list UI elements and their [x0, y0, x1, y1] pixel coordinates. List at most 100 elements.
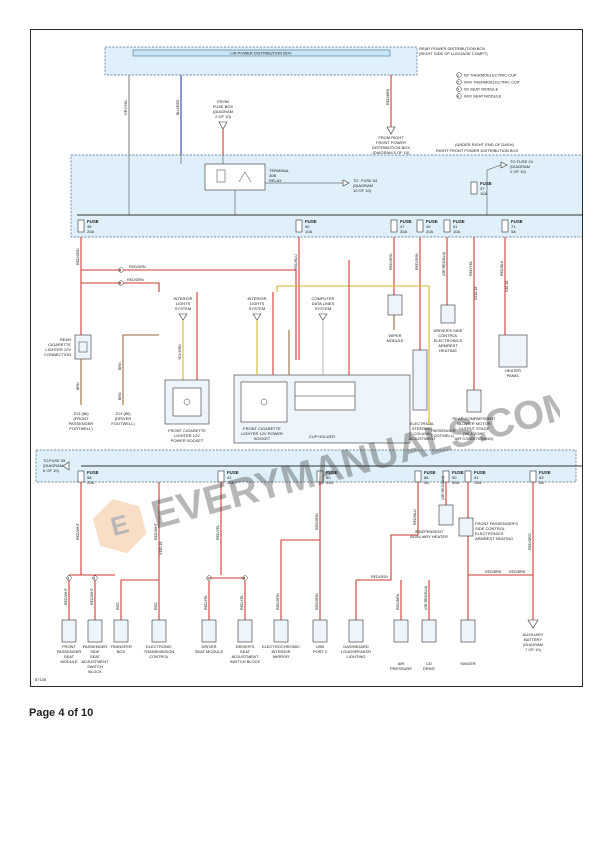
svg-text:LIGHTER 12V: LIGHTER 12V: [174, 433, 200, 438]
svg-text:RED/GRN: RED/GRN: [76, 248, 80, 265]
svg-text:FUSE: FUSE: [87, 219, 99, 224]
svg-text:RED: RED: [116, 602, 120, 610]
svg-text:10A: 10A: [480, 191, 487, 196]
svg-text:SEAT MODULE: SEAT MODULE: [195, 649, 224, 654]
svg-text:CONTROL: CONTROL: [149, 654, 169, 659]
svg-text:10A: 10A: [305, 229, 312, 234]
svg-text:FOOTWELL): FOOTWELL): [111, 421, 135, 426]
rear-pdb-title: REAR POWER DISTRIBUTION BOX: [419, 46, 486, 51]
cd-drive: [421, 619, 437, 643]
svg-text:4: 4: [93, 575, 96, 580]
svg-text:PORT 2: PORT 2: [313, 649, 328, 654]
svg-text:DASHBOARD: DASHBOARD: [343, 644, 368, 649]
electrical-steering-column: ELECTRICAL STEERING COLUMN ADJUSTMENT: [409, 349, 436, 441]
svg-text:INTERIOR: INTERIOR: [173, 296, 192, 301]
svg-text:X210.18: X210.18: [474, 287, 478, 300]
svg-text:FRONT: FRONT: [62, 644, 76, 649]
svg-text:80: 80: [326, 475, 331, 480]
svg-text:DRIVE: DRIVE: [423, 666, 436, 671]
svg-text:PRESSURE: PRESSURE: [390, 666, 412, 671]
svg-text:RED/YEL: RED/YEL: [469, 261, 473, 276]
svg-text:W/ THERMOELECTRIC CUP: W/ THERMOELECTRIC CUP: [464, 72, 517, 77]
svg-text:ELECTRONIC: ELECTRONIC: [146, 644, 172, 649]
svg-text:FROM RIGHT: FROM RIGHT: [378, 135, 404, 140]
svg-text:SINGER: SINGER: [460, 661, 475, 666]
svg-text:30A: 30A: [400, 229, 407, 234]
svg-text:BRN: BRN: [118, 362, 122, 370]
svg-text:2 OF 10): 2 OF 10): [215, 114, 231, 119]
svg-text:2 OF 10): 2 OF 10): [510, 169, 526, 174]
svg-text:SYSTEM: SYSTEM: [249, 306, 265, 311]
svg-text:RED/WHT: RED/WHT: [76, 522, 80, 540]
svg-text:ELECTRONICS: ELECTRONICS: [434, 338, 463, 343]
svg-text:90: 90: [452, 475, 457, 480]
svg-text:(FRONT: (FRONT: [73, 416, 89, 421]
svg-text:1: 1: [457, 72, 460, 77]
front-passenger-side-control: FRONT PASSENGER'S SIDE CONTROL ELECTRONI…: [458, 517, 518, 541]
svg-text:DRIVER'S SIDE: DRIVER'S SIDE: [434, 328, 463, 333]
svg-text:GRY/YEL: GRY/YEL: [124, 99, 128, 115]
svg-text:DRIVER: DRIVER: [201, 644, 216, 649]
svg-text:PANEL: PANEL: [507, 373, 521, 378]
svg-text:FUSE: FUSE: [452, 470, 464, 475]
svg-text:ELECTRONICS: ELECTRONICS: [475, 531, 504, 536]
svg-text:45: 45: [87, 224, 92, 229]
svg-text:YEL/GRN: YEL/GRN: [178, 344, 182, 360]
svg-text:LIGHTING: LIGHTING: [347, 654, 366, 659]
svg-text:3: 3: [457, 86, 460, 91]
svg-text:10A: 10A: [453, 229, 460, 234]
svg-text:BLOWER MOTOR: BLOWER MOTOR: [457, 421, 490, 426]
rear-compartment-blower: REAR COMPARTMENT BLOWER MOTOR OUTPUT STA…: [452, 389, 496, 441]
cup-holder-group: CUP HOLDER INTERIOR LIGHTS SYSTEM FRONT …: [233, 260, 456, 444]
svg-text:15A: 15A: [474, 480, 481, 485]
svg-text:RED/WHT: RED/WHT: [64, 587, 68, 605]
front-passenger-seat-module: [61, 619, 77, 643]
svg-text:INDEPENDENT: INDEPENDENT: [415, 529, 444, 534]
svg-text:41: 41: [227, 475, 232, 480]
svg-text:FUSE: FUSE: [227, 470, 239, 475]
svg-text:TERMINAL: TERMINAL: [269, 168, 290, 173]
svg-text:RELAY: RELAY: [269, 178, 282, 183]
svg-text:37: 37: [480, 186, 485, 191]
svg-text:PASSENGER: PASSENGER: [83, 644, 108, 649]
svg-text:INTERIOR: INTERIOR: [247, 296, 266, 301]
transfer-box: [113, 619, 129, 643]
component-row: FRONT PASSENGER SEAT MODULE PASSENGER SI…: [57, 619, 544, 674]
svg-text:RED/GRN: RED/GRN: [389, 253, 393, 270]
svg-text:RED/YEL: RED/YEL: [216, 525, 220, 540]
svg-text:1: 1: [119, 267, 122, 272]
svg-text:POWER SOCKET: POWER SOCKET: [171, 438, 204, 443]
svg-text:86: 86: [424, 475, 429, 480]
wiring-diagram: LIN POWER DISTRIBUTION BOX REAR POWER DI…: [35, 46, 582, 682]
svg-text:CIGARETTE: CIGARETTE: [48, 342, 71, 347]
svg-text:OUTPUT STAGE: OUTPUT STAGE: [459, 426, 490, 431]
svg-text:FUSE: FUSE: [426, 219, 438, 224]
electronic-transmission-control: [151, 619, 167, 643]
svg-text:TRANSMISSION: TRANSMISSION: [144, 649, 175, 654]
svg-text:TRANSFER: TRANSFER: [110, 644, 132, 649]
svg-text:PASSENGER: PASSENGER: [57, 649, 82, 654]
svg-text:(OR RED/BLU): (OR RED/BLU): [441, 476, 445, 500]
svg-text:4: 4: [457, 93, 460, 98]
svg-text:AIR CONDITIONING): AIR CONDITIONING): [455, 436, 494, 441]
svg-text:20A: 20A: [87, 229, 94, 234]
svg-text:MODULE: MODULE: [386, 338, 403, 343]
svg-text:RED/BLU: RED/BLU: [294, 254, 298, 270]
independent-auxiliary-heater: INDEPENDENT AUXILIARY HEATER: [410, 504, 454, 539]
from-front-pdb-ref: FROM RIGHT FRONT POWER DISTRIBUTION BOX …: [372, 126, 410, 155]
svg-text:RED/BLK: RED/BLK: [500, 260, 504, 276]
svg-text:31: 31: [474, 475, 479, 480]
lower-fuse-zone: TO FUSE 59 (DIAGRAM 6 OF 10): [35, 449, 582, 483]
svg-text:(OR RED/BLU): (OR RED/BLU): [442, 252, 446, 276]
svg-text:LIGHTS: LIGHTS: [250, 301, 265, 306]
svg-text:ADJUSTMENT: ADJUSTMENT: [409, 436, 436, 441]
svg-text:SEAT: SEAT: [90, 654, 101, 659]
svg-text:HEATING: HEATING: [439, 348, 456, 353]
auxiliary-battery-ref: [527, 619, 539, 629]
svg-text:51: 51: [453, 224, 458, 229]
svg-text:ADJUSTMENT: ADJUSTMENT: [82, 659, 109, 664]
